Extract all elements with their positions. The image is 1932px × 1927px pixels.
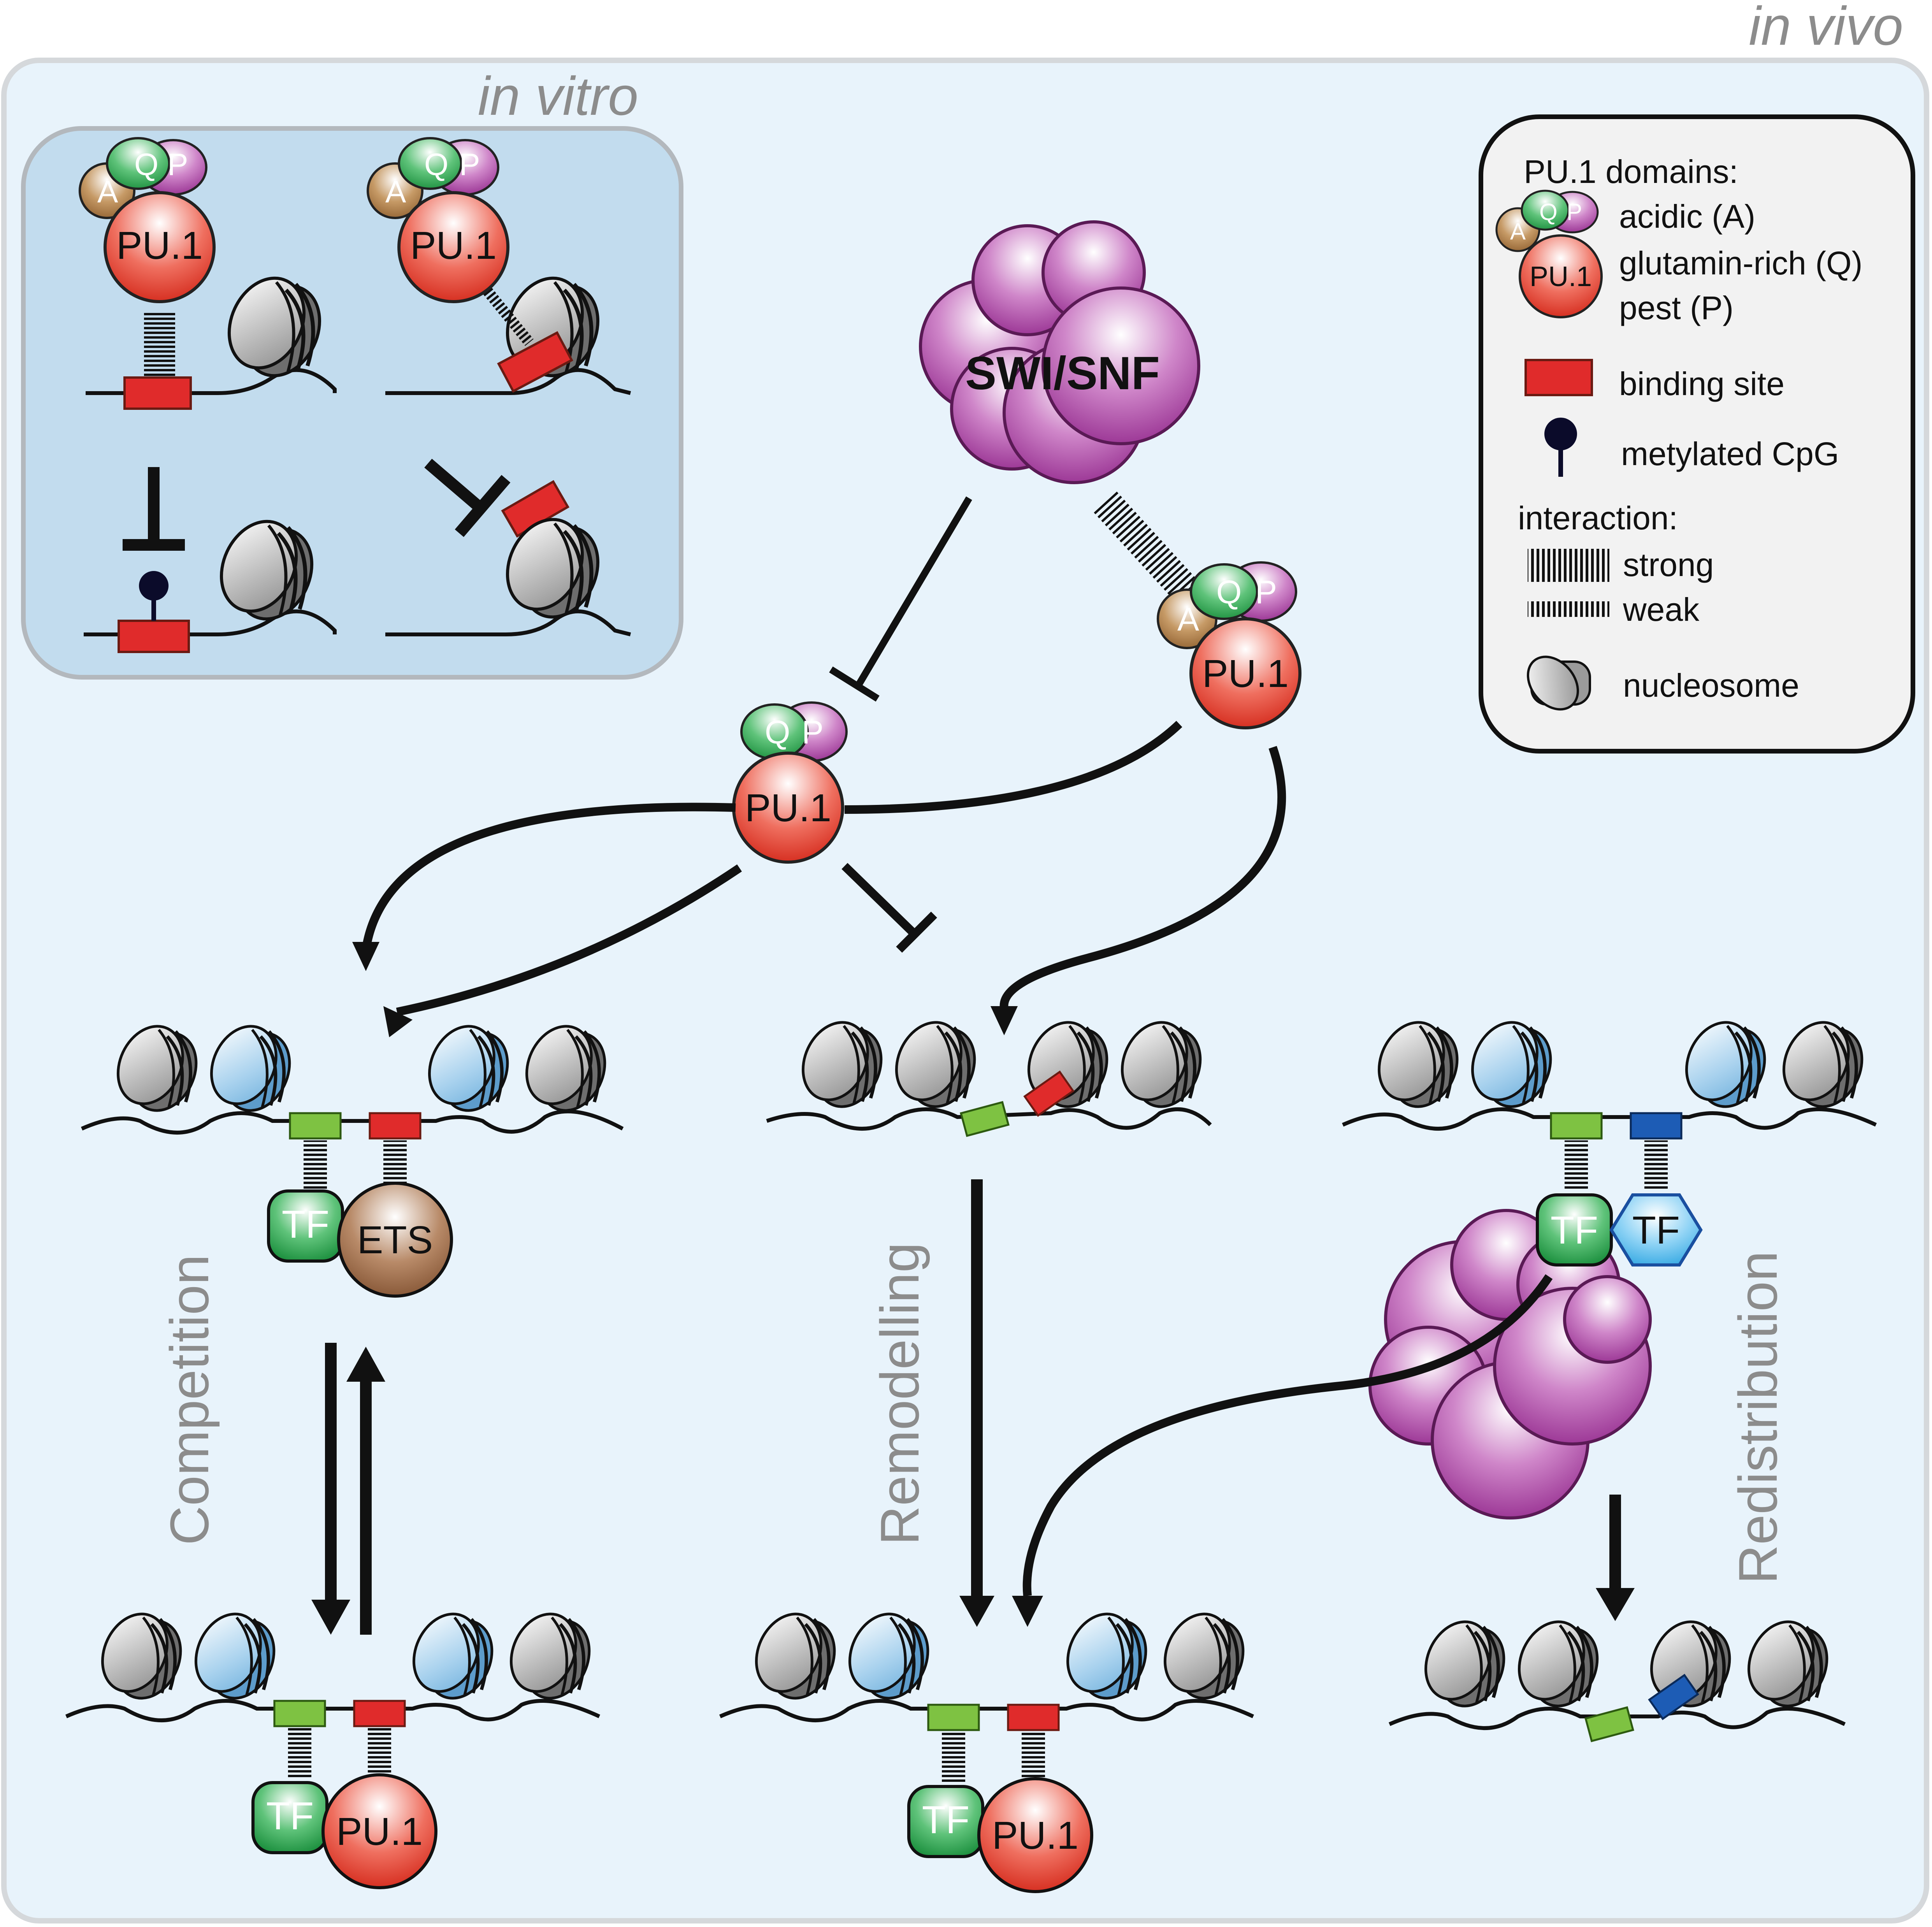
svg-text:Q: Q [1539, 199, 1558, 225]
svg-text:PU.1: PU.1 [410, 224, 497, 267]
in-vitro-nucleosome-binding: A Q P PU.1 [367, 137, 631, 395]
pu1-protein [397, 191, 509, 303]
binding-site [123, 376, 192, 410]
methylated-cpg [139, 571, 169, 601]
legend-interaction-title: interaction: [1518, 500, 1678, 536]
in-vitro-label: in vitro [478, 65, 638, 126]
label-remodelling: Remodelling [869, 1242, 930, 1545]
legend-acidic: acidic (A) [1619, 198, 1755, 235]
legend: PU.1 domains: A Q P PU.1 acidic (A) glut… [1479, 114, 1915, 754]
legend-weak: weak [1623, 591, 1700, 628]
pu1-protein [977, 1777, 1093, 1893]
legend-binding-site: binding site [1619, 365, 1784, 402]
arrow-redistribution-to-remodelling [1012, 1274, 1553, 1627]
in-vivo-label: in vivo [1749, 0, 1903, 56]
svg-text:PU.1: PU.1 [1202, 652, 1289, 696]
inhibition-center-remodelling [841, 863, 937, 953]
svg-text:A: A [97, 174, 118, 209]
svg-text:TF: TF [1551, 1209, 1598, 1252]
pu1-protein [104, 191, 216, 303]
svg-text:ETS: ETS [357, 1218, 433, 1262]
svg-text:PU.1: PU.1 [745, 786, 831, 830]
q-domain [106, 137, 170, 190]
legend-weak-icon [1528, 601, 1609, 617]
label-redistribution: Redistribution [1727, 1251, 1788, 1584]
legend-nucleosome-icon [1526, 655, 1591, 711]
q-domain [1521, 190, 1570, 231]
legend-strong: strong [1623, 546, 1714, 583]
legend-methylated-icon [1544, 418, 1577, 450]
legend-strong-icon [1528, 549, 1609, 582]
svg-text:A: A [385, 174, 406, 209]
svg-text:P: P [167, 147, 188, 182]
legend-methylated: metylated CpG [1621, 436, 1839, 472]
tf-hexagon [1609, 1193, 1703, 1267]
chromatin-redistribution-bottom [1388, 1611, 1846, 1743]
legend-nucleosome: nucleosome [1623, 667, 1799, 704]
arrows-vertical [311, 1179, 1635, 1635]
in-vitro-methylated [84, 509, 337, 653]
svg-text:P: P [1255, 574, 1277, 610]
label-competition: Competition [159, 1254, 220, 1545]
pu1-protein [1519, 234, 1603, 318]
svg-text:Q: Q [1216, 574, 1242, 610]
svg-text:TF: TF [1632, 1209, 1680, 1252]
swisnf-redistribution: TF TF [1368, 1193, 1703, 1519]
in-vitro-occluded [385, 480, 631, 636]
svg-text:PU.1: PU.1 [1530, 261, 1592, 292]
chromatin-remodelling-top [766, 1012, 1212, 1137]
swisnf-label: SWI/SNF [965, 347, 1160, 399]
q-domain [1190, 563, 1258, 620]
chromatin-remodelling-bottom: TF PU.1 [719, 1604, 1255, 1893]
pu1-lacking-acidic: Q P PU.1 [732, 701, 848, 864]
svg-text:A: A [1510, 218, 1526, 244]
svg-text:A: A [1177, 601, 1199, 638]
svg-text:Q: Q [424, 147, 448, 182]
inhibition-methylation [123, 467, 185, 551]
inhibition-nucleosome [424, 458, 511, 537]
binding-site [118, 620, 190, 653]
pu1-protein [1189, 617, 1301, 729]
in-vitro-free-binding: A Q P PU.1 [79, 137, 337, 410]
chromatin-redistribution-top [1342, 1012, 1877, 1191]
svg-text:TF: TF [922, 1798, 970, 1842]
chromatin-competition-top: TF ETS [81, 1016, 624, 1298]
arrows-upper [362, 721, 1286, 1016]
pu1-full: A Q P PU.1 [1157, 561, 1301, 729]
legend-glutamin: glutamin-rich (Q) [1619, 245, 1862, 281]
svg-text:Q: Q [134, 147, 158, 182]
svg-text:P: P [1567, 199, 1582, 225]
svg-text:P: P [459, 147, 480, 182]
legend-domains-title: PU.1 domains: [1524, 153, 1738, 190]
inhibition-swisnf [829, 496, 972, 702]
svg-text:PU.1: PU.1 [336, 1810, 423, 1853]
svg-text:TF: TF [282, 1203, 329, 1246]
pu1-protein [321, 1773, 437, 1889]
arrow-heads-upper [352, 942, 1018, 1037]
chromatin-competition-bottom: TF PU.1 [65, 1604, 601, 1889]
q-domain [398, 137, 462, 190]
ets-protein [337, 1182, 453, 1298]
svg-text:Q: Q [765, 714, 790, 750]
svg-text:P: P [802, 714, 824, 750]
strong-interaction-swisnf-pu1 [1094, 492, 1199, 602]
svg-text:PU.1: PU.1 [992, 1814, 1078, 1857]
swisnf-complex: SWI/SNF [919, 220, 1200, 484]
legend-pest: pest (P) [1619, 290, 1734, 326]
binding-site [497, 331, 573, 393]
svg-text:PU.1: PU.1 [116, 224, 203, 267]
svg-text:TF: TF [266, 1794, 314, 1838]
legend-binding-site-icon [1525, 359, 1593, 396]
